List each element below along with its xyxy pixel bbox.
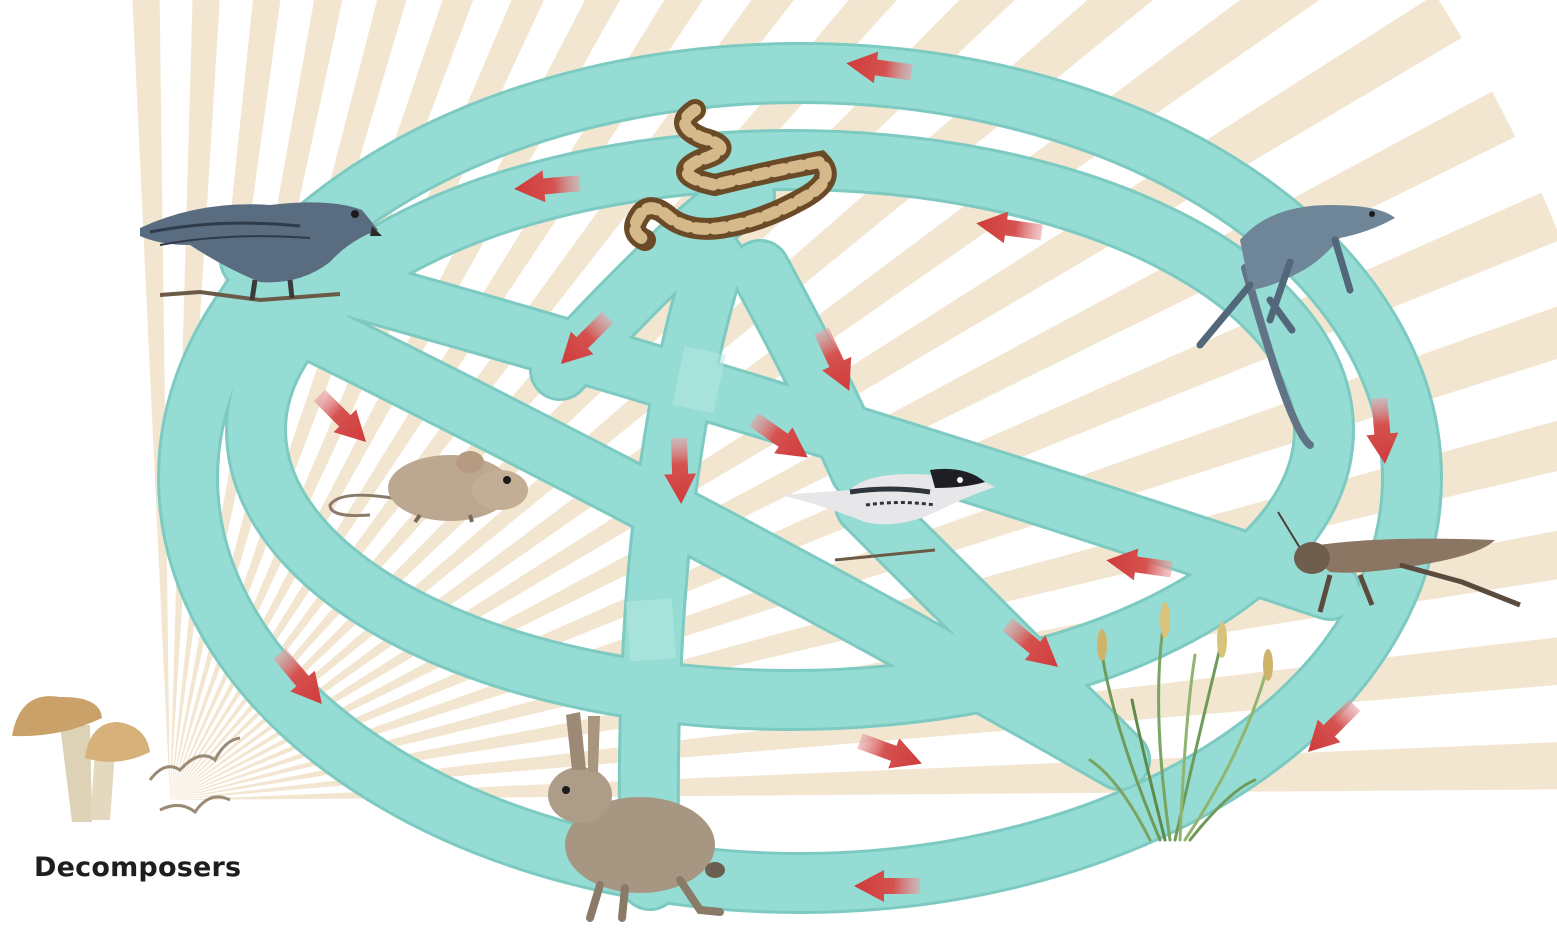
decomposers-label: Decomposers [34,852,241,883]
sun-ray [100,0,170,800]
